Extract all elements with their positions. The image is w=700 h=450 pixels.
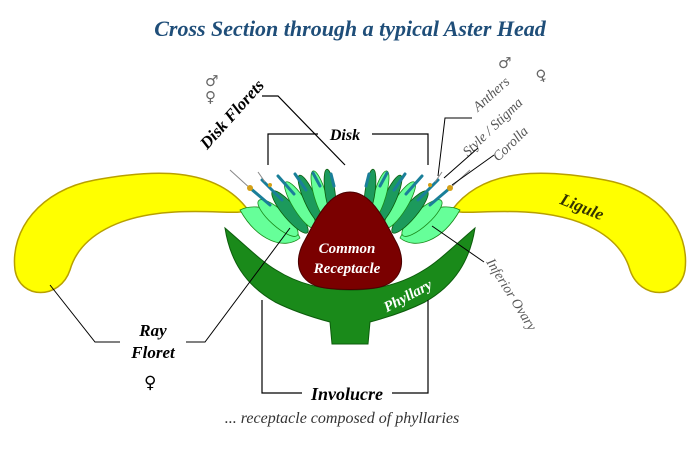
ray-label: Ray	[138, 321, 167, 340]
involucre-caption: ... receptacle composed of phyllaries	[225, 410, 459, 427]
disk-floret-styles	[229, 169, 471, 191]
diagram-title: Cross Section through a typical Aster He…	[154, 16, 547, 41]
disk-florets-leader	[262, 95, 346, 166]
common-receptacle-shape	[297, 191, 403, 290]
inferior-ovary-label: Inferior Ovary	[482, 255, 539, 334]
disk-floret-tips	[248, 171, 452, 207]
anther-dots	[247, 183, 453, 191]
anthers-male-symbol: ♂	[498, 54, 511, 72]
style-female-symbol: ♀	[533, 65, 549, 86]
disk-label: Disk	[329, 127, 360, 144]
right-ray-ligule	[450, 172, 687, 294]
ray-female-symbol: ♀	[144, 373, 156, 393]
involucre-bracket	[261, 300, 429, 394]
ray-floret-leaders	[49, 227, 291, 343]
common-label: Common	[319, 241, 376, 257]
floret-label: Floret	[130, 343, 176, 362]
disk-florets-bisexual-symbol: ♂ ♀	[205, 72, 218, 106]
disk-bracket	[267, 133, 429, 165]
involucre-shape	[224, 226, 476, 345]
receptacle-label: Receptacle	[313, 261, 381, 277]
left-ray-ligule	[13, 172, 250, 294]
inferior-ovary-leader	[431, 225, 485, 263]
female-symbol: ♀	[205, 88, 216, 106]
male-symbol: ♂	[205, 72, 218, 90]
involucre-label: Involucre	[310, 384, 383, 404]
upper-right-leaders	[437, 117, 495, 186]
